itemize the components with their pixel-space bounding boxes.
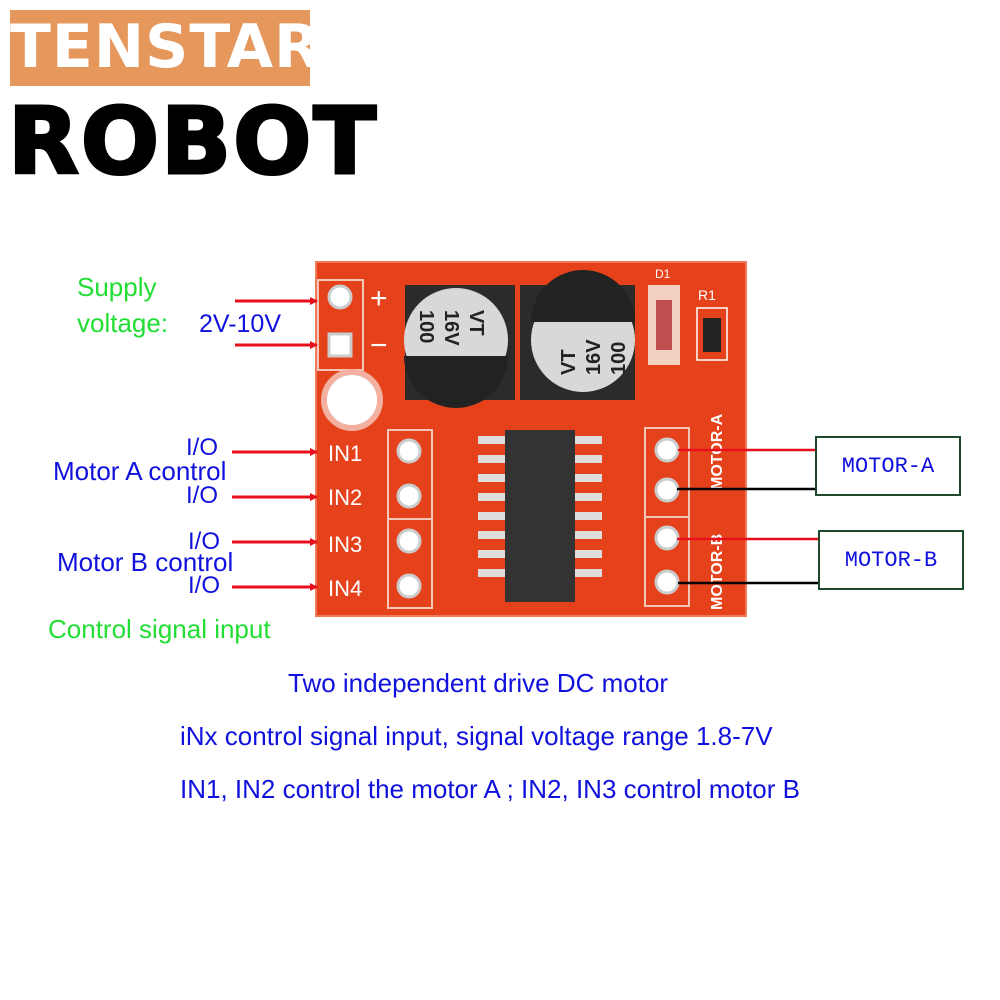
- io-label-in3: I/O: [188, 528, 221, 555]
- minus-silk: −: [370, 329, 388, 362]
- supply-label: Supply: [77, 272, 157, 302]
- logo-robot: ROBOT: [6, 87, 379, 197]
- io-label-in1: I/O: [186, 434, 219, 461]
- motor-b-control-label: Motor B control: [57, 547, 234, 577]
- in1-silk: IN1: [328, 441, 362, 466]
- capacitor-1: 100 16V VT: [404, 285, 515, 408]
- motor-b-box: MOTOR-B: [818, 530, 964, 590]
- svg-text:16V: 16V: [583, 339, 605, 375]
- logo-tenstar: TENSTAR: [10, 12, 322, 82]
- io-label-in4: I/O: [188, 572, 221, 599]
- capacitor-2: 100 16V VT: [520, 270, 635, 400]
- d1-silk: D1: [655, 267, 671, 281]
- power-pin-plus: [327, 284, 353, 310]
- plus-silk: +: [370, 282, 388, 315]
- voltage-range: 2V-10V: [199, 310, 282, 338]
- motor-lines: [677, 448, 818, 585]
- in2-silk: IN2: [328, 485, 362, 510]
- svg-text:VT: VT: [558, 349, 580, 375]
- svg-text:100: 100: [415, 310, 437, 343]
- voltage-label: voltage:: [77, 308, 169, 338]
- resistor-r1: [703, 318, 721, 352]
- description-line-2: iNx control signal input, signal voltage…: [180, 721, 773, 751]
- in3-silk: IN3: [328, 532, 362, 557]
- logo-background: [10, 10, 310, 86]
- motor-b-silk: MOTOR-B: [709, 534, 726, 610]
- mounting-hole: [321, 369, 383, 431]
- power-pin-minus: [327, 332, 353, 358]
- description-line-1: Two independent drive DC motor: [288, 668, 669, 698]
- r1-silk: R1: [698, 287, 716, 303]
- motor-a-control-label: Motor A control: [53, 456, 227, 486]
- control-signal-input-label: Control signal input: [48, 614, 271, 644]
- svg-text:100: 100: [608, 342, 630, 375]
- description-line-3: IN1, IN2 control the motor A ; IN2, IN3 …: [180, 774, 800, 804]
- motor-a-silk: MOTOR-A: [709, 413, 726, 490]
- driver-ic: [478, 430, 602, 602]
- svg-text:16V: 16V: [440, 310, 462, 346]
- input-arrows: [232, 297, 318, 591]
- svg-text:VT: VT: [465, 310, 487, 336]
- in4-silk: IN4: [328, 576, 362, 601]
- io-label-in2: I/O: [186, 482, 219, 509]
- motor-a-box: MOTOR-A: [815, 436, 961, 496]
